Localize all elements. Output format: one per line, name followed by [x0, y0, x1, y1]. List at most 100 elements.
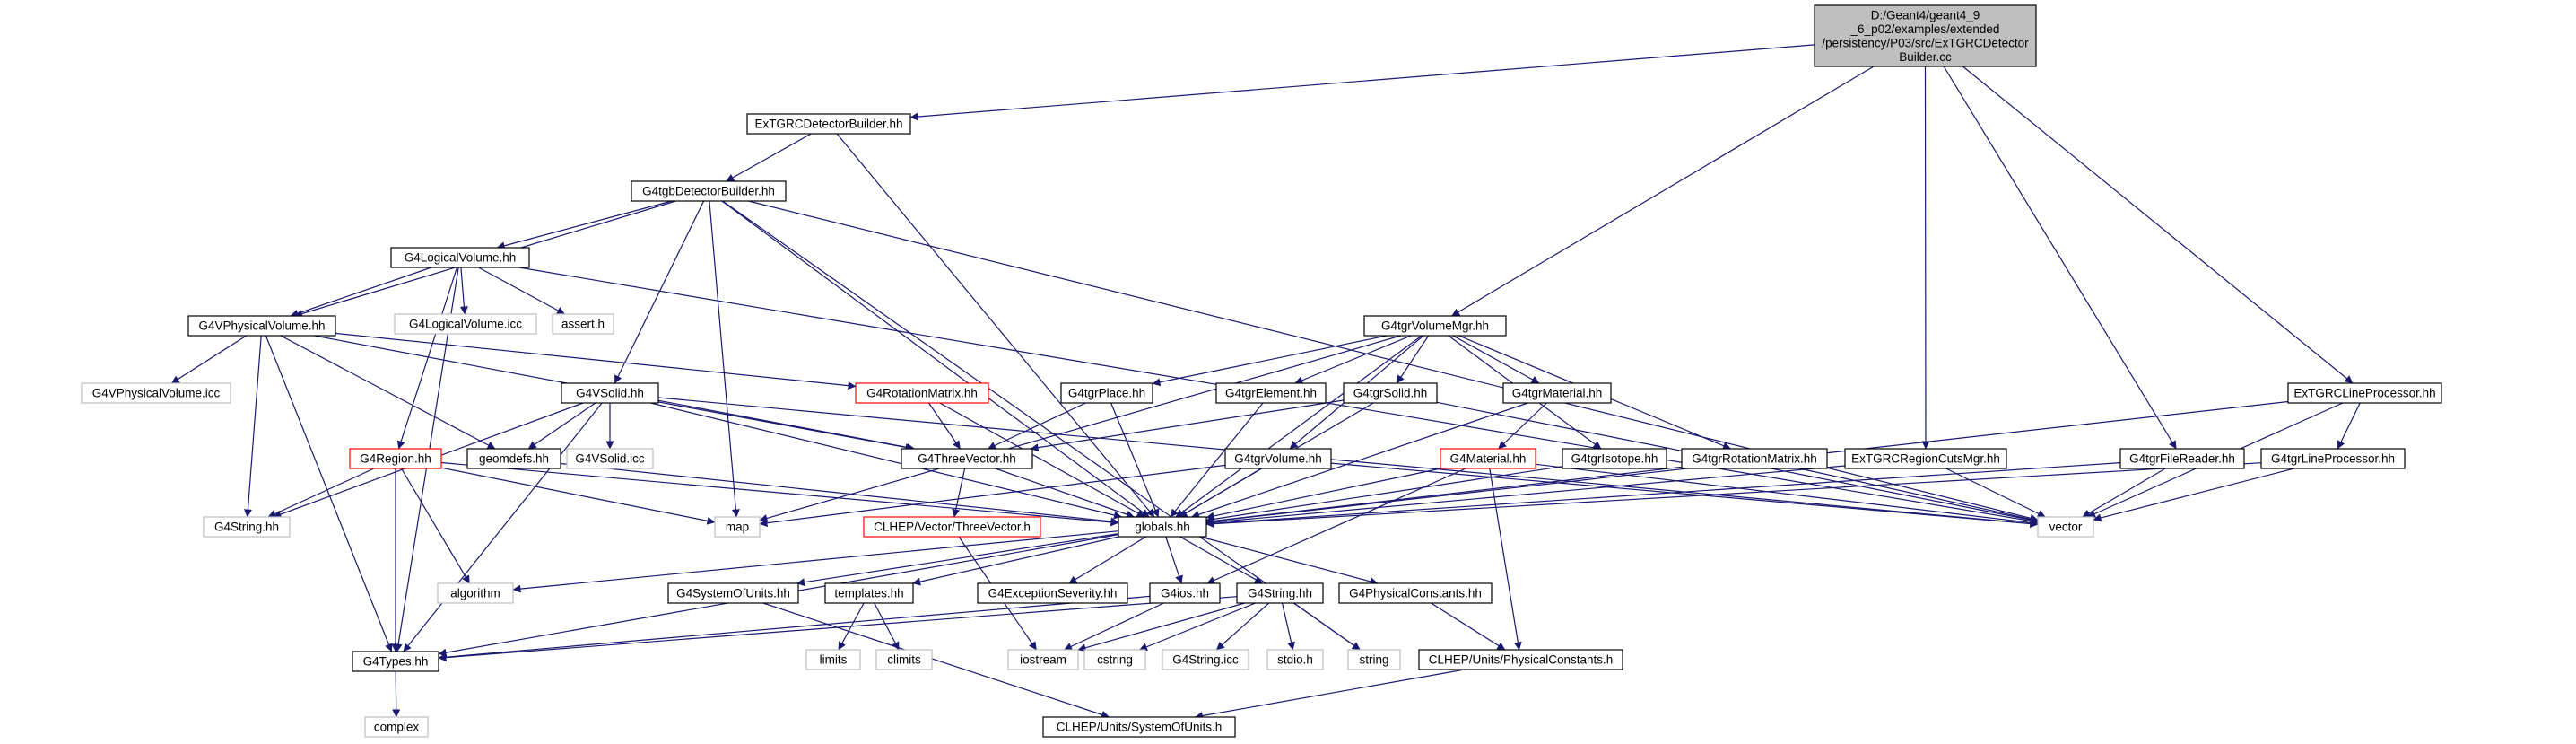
node-g4material[interactable]: G4Material.hh — [1440, 448, 1536, 469]
node-g4string[interactable]: G4String.hh — [1236, 582, 1324, 604]
dependency-edge — [459, 267, 468, 315]
node-label: G4ExceptionSeverity.hh — [988, 587, 1118, 600]
node-clhepsystemofunits[interactable]: CLHEP/Units/SystemOfUnits.h — [1042, 716, 1236, 738]
node-extgrcregioncutsmgr[interactable]: ExTGRCRegionCutsMgr.hh — [1844, 448, 2007, 469]
node-label: G4PhysicalConstants.hh — [1349, 587, 1482, 600]
node-g4ios[interactable]: G4ios.hh — [1149, 582, 1221, 604]
dependency-edge — [1205, 462, 2262, 529]
dependency-edge — [657, 401, 914, 451]
node-label: ExTGRCDetectorBuilder.hh — [754, 118, 902, 131]
node-clhepphysicalconstants[interactable]: CLHEP/Units/PhysicalConstants.h — [1418, 649, 1623, 670]
dependency-edge — [243, 335, 262, 518]
node-label: G4VSolid.icc — [575, 452, 645, 466]
node-clhepthreevector[interactable]: CLHEP/Vector/ThreeVector.h — [863, 516, 1041, 538]
node-label: G4LogicalVolume.hh — [405, 251, 517, 265]
dependency-edge — [988, 402, 1086, 450]
node-label: G4tgrVolumeMgr.hh — [1381, 319, 1489, 333]
node-label: /persistency/P03/src/ExTGRCDetector — [1822, 36, 2029, 49]
node-label: CLHEP/Vector/ThreeVector.h — [874, 521, 1031, 534]
node-g4tgrelement[interactable]: G4tgrElement.hh — [1215, 382, 1327, 404]
dependency-edge — [1205, 468, 1441, 521]
dependency-edge — [1110, 402, 1160, 518]
node-box — [1562, 448, 1667, 469]
node-box — [901, 448, 1033, 469]
node-label: G4tgrVolume.hh — [1234, 452, 1322, 466]
node-g4exceptionseverity[interactable]: G4ExceptionSeverity.hh — [977, 582, 1128, 604]
node-g4tgrlineprocessor[interactable]: G4tgrLineProcessor.hh — [2260, 448, 2406, 469]
node-g4rotationmatrix[interactable]: G4RotationMatrix.hh — [855, 382, 989, 404]
dependency-edge — [1294, 335, 1412, 384]
node-g4vsolid[interactable]: G4VSolid.hh — [561, 382, 659, 404]
node-box — [1162, 649, 1249, 670]
node-globals[interactable]: globals.hh — [1118, 516, 1207, 538]
node-box — [1338, 582, 1493, 604]
dependency-edge — [726, 133, 812, 182]
node-g4stringhh: G4String.hh — [203, 516, 291, 538]
dependency-edge — [762, 602, 1110, 719]
dependency-edge — [952, 468, 966, 518]
dependency-edge — [2337, 402, 2361, 450]
node-extgrclineprocessor[interactable]: ExTGRCLineProcessor.hh — [2287, 382, 2442, 404]
node-extgrcdetectorbuilder[interactable]: ExTGRCDetectorBuilder.hh — [746, 113, 911, 135]
node-box — [1418, 649, 1623, 670]
node-box — [1083, 649, 1146, 670]
node-box — [187, 315, 336, 337]
node-box — [561, 382, 659, 404]
dependency-edge — [939, 402, 1145, 518]
dependency-edge — [928, 402, 961, 450]
node-label: G4String.hh — [214, 521, 279, 534]
node-label: G4Material.hh — [1450, 452, 1527, 466]
node-g4tgrmaterial[interactable]: G4tgrMaterial.hh — [1502, 382, 1612, 404]
node-label: G4String.hh — [1248, 587, 1312, 600]
dependency-edge — [1921, 66, 1930, 450]
dependency-edge — [1431, 602, 1506, 651]
dependency-edge — [2082, 468, 2166, 518]
node-box — [1060, 382, 1153, 404]
node-box — [824, 582, 914, 604]
node-g4types[interactable]: G4Types.hh — [352, 651, 439, 672]
node-box — [1215, 382, 1327, 404]
dependency-edge — [280, 335, 496, 450]
node-g4logicalvolume[interactable]: G4LogicalVolume.hh — [390, 247, 530, 268]
node-g4tgrrotationmatrix[interactable]: G4tgrRotationMatrix.hh — [1681, 448, 1828, 469]
dependency-edge — [265, 335, 393, 652]
dependency-edge — [1330, 462, 2039, 529]
node-box — [566, 448, 654, 469]
node-g4vphysicalvolume[interactable]: G4VPhysicalVolume.hh — [187, 315, 336, 337]
node-g4logicalvolumeicc: G4LogicalVolume.icc — [394, 313, 537, 335]
node-g4region[interactable]: G4Region.hh — [349, 448, 442, 469]
dependency-edge — [1165, 536, 1183, 584]
node-box — [863, 516, 1041, 538]
dependency-edge — [1170, 402, 1264, 518]
node-g4physicalconstants[interactable]: G4PhysicalConstants.hh — [1338, 582, 1493, 604]
node-box — [394, 313, 537, 335]
node-box — [667, 582, 799, 604]
dependency-edge — [1194, 669, 1466, 720]
node-g4systemofunits[interactable]: G4SystemOfUnits.hh — [667, 582, 799, 604]
dependency-edge — [440, 467, 716, 525]
node-g4tgrvolumemgr[interactable]: G4tgrVolumeMgr.hh — [1363, 315, 1507, 337]
node-g4tgrisotope[interactable]: G4tgrIsotope.hh — [1562, 448, 1667, 469]
node-g4threevector[interactable]: G4ThreeVector.hh — [901, 448, 1033, 469]
dependency-edge — [909, 44, 1815, 121]
dependency-edge — [478, 267, 565, 315]
node-g4tgrfilereader[interactable]: G4tgrFileReader.hh — [2119, 448, 2245, 469]
node-label: G4VSolid.hh — [576, 387, 644, 400]
node-g4vphysicalvolumeicc: G4VPhysicalVolume.icc — [81, 382, 231, 404]
node-label: G4tgrLineProcessor.hh — [2271, 452, 2395, 466]
node-box — [1844, 448, 2007, 469]
dependency-edge — [874, 602, 900, 651]
node-templates[interactable]: templates.hh — [824, 582, 914, 604]
node-g4tgrplace[interactable]: G4tgrPlace.hh — [1060, 382, 1153, 404]
dependency-edge — [1068, 536, 1147, 584]
node-g4tgbdetectorbuilder[interactable]: G4tgbDetectorBuilder.hh — [631, 180, 787, 202]
node-g4tgrsolid[interactable]: G4tgrSolid.hh — [1343, 382, 1438, 404]
node-label: geomdefs.hh — [479, 452, 549, 466]
node-climits: climits — [875, 649, 933, 670]
node-label: limits — [820, 653, 848, 667]
node-box — [977, 582, 1128, 604]
dependency-edge — [527, 402, 596, 450]
node-geomdefs[interactable]: geomdefs.hh — [466, 448, 561, 469]
node-label: assert.h — [561, 318, 605, 331]
node-g4tgrvolume[interactable]: G4tgrVolume.hh — [1224, 448, 1332, 469]
